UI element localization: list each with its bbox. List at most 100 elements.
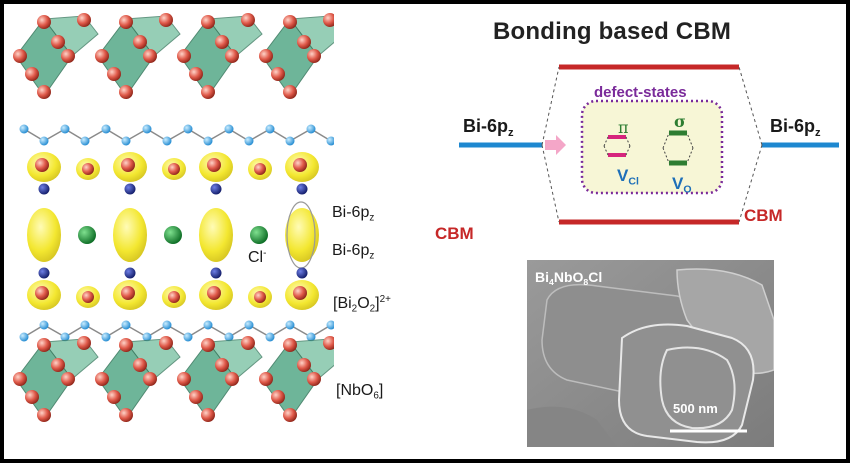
oxygen-atom [293, 286, 307, 300]
oxygen-atom [121, 158, 135, 172]
oxygen-atom [283, 85, 297, 99]
oxygen-atom [51, 35, 65, 49]
oxygen-atom [168, 291, 180, 303]
bismuth-atom [124, 267, 136, 279]
oxygen-atom [225, 372, 239, 386]
vo-vacancy-label: VO [672, 174, 692, 196]
oxygen-atom [13, 372, 27, 386]
oxygen-atom [271, 67, 285, 81]
lattice-atom [183, 124, 193, 134]
oxygen-atom [37, 408, 51, 422]
lattice-atom [162, 320, 172, 330]
oxygen-atom [201, 85, 215, 99]
crystal-bi-6pz-upper: Bi-6pz [332, 204, 375, 224]
diagram-cbm-label: CBM [744, 206, 783, 225]
defect-states-label: defect-states [594, 84, 687, 101]
vcl-vacancy-label: VCl [617, 166, 639, 188]
bismuth-atom [124, 183, 136, 195]
oxygen-atom [37, 338, 51, 352]
oxygen-atom [201, 15, 215, 29]
bismuth-atom [210, 183, 222, 195]
lattice-atom [162, 136, 172, 146]
oxygen-atom [283, 15, 297, 29]
lattice-atom [39, 320, 49, 330]
crystal-structure [13, 13, 334, 422]
oxygen-atom [61, 372, 75, 386]
figure-frame: Bi-6pz Bi-6pz CBM Cl- [Bi2O2]2+ [NbO6] [4, 4, 846, 459]
lattice-atom [224, 332, 234, 342]
right-orbital-label: Bi-6pz [770, 116, 821, 139]
oxygen-atom [119, 338, 133, 352]
oxygen-atom [95, 372, 109, 386]
lattice-atom [285, 136, 295, 146]
oxygen-atom [51, 358, 65, 372]
sem-particle [617, 323, 755, 444]
oxygen-atom [119, 85, 133, 99]
oxygen-atom [225, 49, 239, 63]
oxygen-atom [259, 49, 273, 63]
oxygen-atom [133, 35, 147, 49]
oxygen-atom [82, 163, 94, 175]
oxygen-atom [159, 336, 173, 350]
oxygen-atom [35, 286, 49, 300]
oxygen-atom [177, 49, 191, 63]
sem-micrograph [527, 260, 774, 447]
oxygen-atom [293, 158, 307, 172]
oxygen-atom [107, 67, 121, 81]
sem-formula-label: Bi4NbO8Cl [535, 269, 603, 288]
bismuth-atom [38, 183, 50, 195]
lattice-atom [265, 332, 275, 342]
diagram-title: Bonding based CBM [493, 18, 732, 45]
oxygen-atom [201, 338, 215, 352]
oxygen-atom [189, 390, 203, 404]
lattice-atom [203, 136, 213, 146]
oxygen-atom [207, 286, 221, 300]
defect-states-box [580, 99, 724, 195]
oxygen-atom [61, 49, 75, 63]
bismuth-atom [210, 267, 222, 279]
lattice-atom [244, 136, 254, 146]
oxygen-atom [77, 336, 91, 350]
oxygen-atom [35, 158, 49, 172]
lattice-atom [19, 332, 29, 342]
oxygen-atom [37, 15, 51, 29]
oxygen-atom [107, 390, 121, 404]
bi2o2-layer-label: [Bi2O2]2+ [333, 294, 391, 315]
nbo6-bottom-layer [13, 336, 334, 422]
oxygen-atom [297, 35, 311, 49]
lattice-atom [285, 320, 295, 330]
lattice-atom [224, 124, 234, 134]
oxygen-atom [307, 49, 321, 63]
oxygen-atom [297, 358, 311, 372]
bismuth-atom [296, 183, 308, 195]
lattice-atom [326, 136, 334, 146]
scale-bar-label: 500 nm [673, 401, 718, 416]
oxygen-atom [241, 336, 255, 350]
oxygen-atom [159, 13, 173, 27]
chloride-label: Cl- [248, 248, 267, 266]
lattice-atom [183, 332, 193, 342]
lattice-atom [265, 124, 275, 134]
lattice-atom [306, 124, 316, 134]
lattice-atom [60, 332, 70, 342]
oxygen-atom [254, 163, 266, 175]
lattice-atom [101, 332, 111, 342]
cl-layer [27, 201, 319, 269]
pi-symbol: π [618, 118, 629, 137]
oxygen-atom [307, 372, 321, 386]
oxygen-atom [121, 286, 135, 300]
pink-arrow-icon [545, 135, 566, 155]
oxygen-atom [177, 372, 191, 386]
oxygen-atom [25, 67, 39, 81]
oxygen-atom [143, 372, 157, 386]
sigma-symbol: σ [674, 112, 686, 131]
chlorine-atom [78, 226, 96, 244]
lattice-atom [326, 320, 334, 330]
lattice-atom [60, 124, 70, 134]
oxygen-atom [82, 291, 94, 303]
oxygen-atom [95, 49, 109, 63]
nbo6-top-layer [13, 13, 334, 99]
lattice-atom [121, 320, 131, 330]
bi2o2-upper-layer [19, 124, 334, 195]
oxygen-atom [323, 336, 334, 350]
